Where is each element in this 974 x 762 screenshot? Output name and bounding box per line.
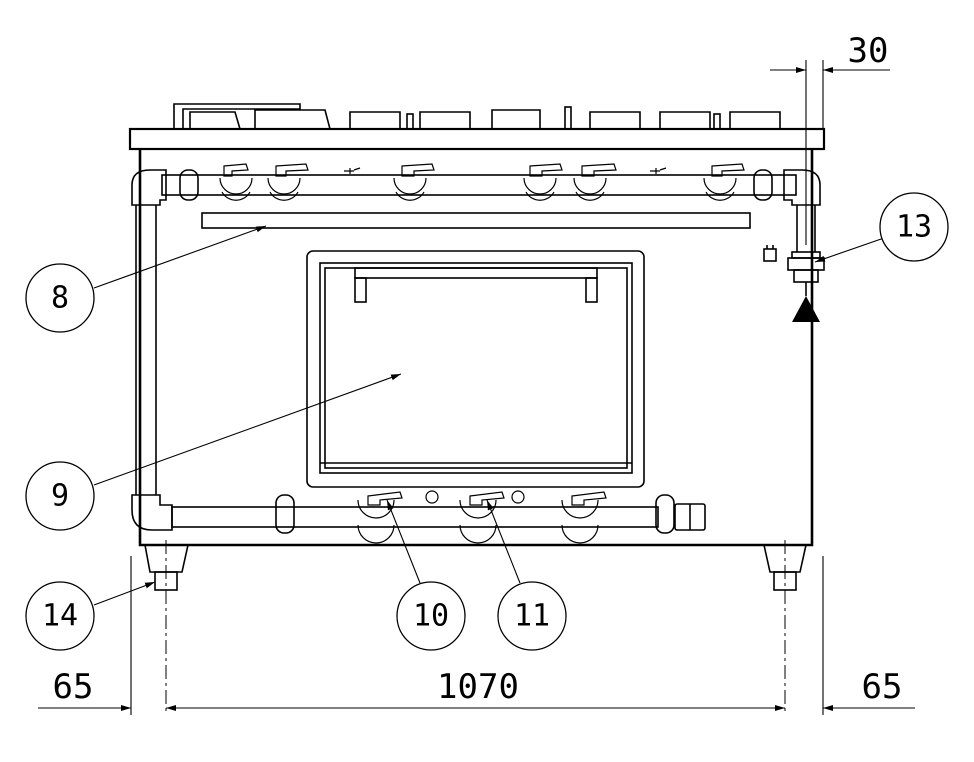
dim-right-offset: 65	[862, 667, 903, 707]
griddle-plate	[173, 103, 301, 129]
burner-stem	[564, 106, 572, 130]
lower-control-rail	[171, 494, 706, 534]
burner-knob	[573, 163, 617, 201]
burner-knob	[267, 163, 309, 201]
dim-pipe-offset: 30	[848, 31, 889, 71]
svg-text:8: 8	[51, 281, 69, 316]
cooker-body	[138, 149, 814, 547]
pan-support	[659, 111, 711, 129]
oven-knob	[357, 491, 403, 544]
indicator-light	[511, 490, 525, 504]
rail-lower-left-elbow	[131, 494, 173, 531]
burner-knob	[703, 163, 745, 201]
burner-knob	[219, 163, 253, 201]
callout-9: 9	[25, 461, 95, 531]
gas-connection	[763, 205, 825, 296]
lower-knobs	[357, 490, 607, 544]
rail-left-elbow	[131, 169, 167, 206]
svg-text:14: 14	[42, 599, 78, 634]
pan-support	[254, 109, 331, 130]
ignition-switch	[344, 167, 361, 174]
callout-8: 8	[25, 263, 95, 333]
svg-text:9: 9	[51, 479, 69, 514]
burner-stem	[406, 113, 414, 130]
burner-knob	[523, 163, 563, 201]
svg-text:11: 11	[514, 599, 550, 634]
pan-support	[349, 111, 401, 129]
storage-drawer-handle	[201, 212, 751, 229]
pan-support	[491, 109, 541, 129]
pan-support	[419, 111, 471, 129]
callout-10: 10	[396, 581, 466, 651]
pan-support	[729, 111, 781, 129]
burner-knob	[393, 163, 435, 201]
dimension-lines	[38, 60, 915, 715]
oven-door-handle	[354, 267, 598, 279]
pan-support	[189, 111, 241, 130]
adjustable-feet	[144, 544, 807, 591]
left-side-rail	[131, 205, 173, 531]
oven-door	[306, 250, 645, 488]
oven-window	[319, 262, 633, 474]
dim-width: 1070	[437, 667, 519, 707]
indicator-light	[425, 490, 439, 504]
rail-right-elbow	[783, 169, 821, 206]
worktop-slab	[128, 127, 826, 151]
svg-text:13: 13	[896, 210, 932, 245]
cooktop	[128, 103, 826, 151]
upper-knobs	[219, 163, 745, 201]
pan-support	[589, 111, 641, 129]
leader-lines	[93, 225, 885, 606]
dim-left-offset: 65	[53, 667, 94, 707]
burner-stem	[713, 113, 721, 130]
callout-13: 13	[879, 192, 949, 262]
grill-knob	[459, 491, 505, 544]
callout-14: 14	[25, 581, 95, 651]
ignition-switch	[650, 167, 667, 174]
foot-centre-lines	[165, 540, 786, 715]
callout-11: 11	[497, 581, 567, 651]
upper-control-rail	[131, 169, 821, 206]
aux-knob	[561, 491, 607, 544]
gas-inlet-arrow	[792, 296, 820, 322]
gas-tap-symbol	[763, 248, 777, 262]
svg-text:10: 10	[413, 599, 449, 634]
